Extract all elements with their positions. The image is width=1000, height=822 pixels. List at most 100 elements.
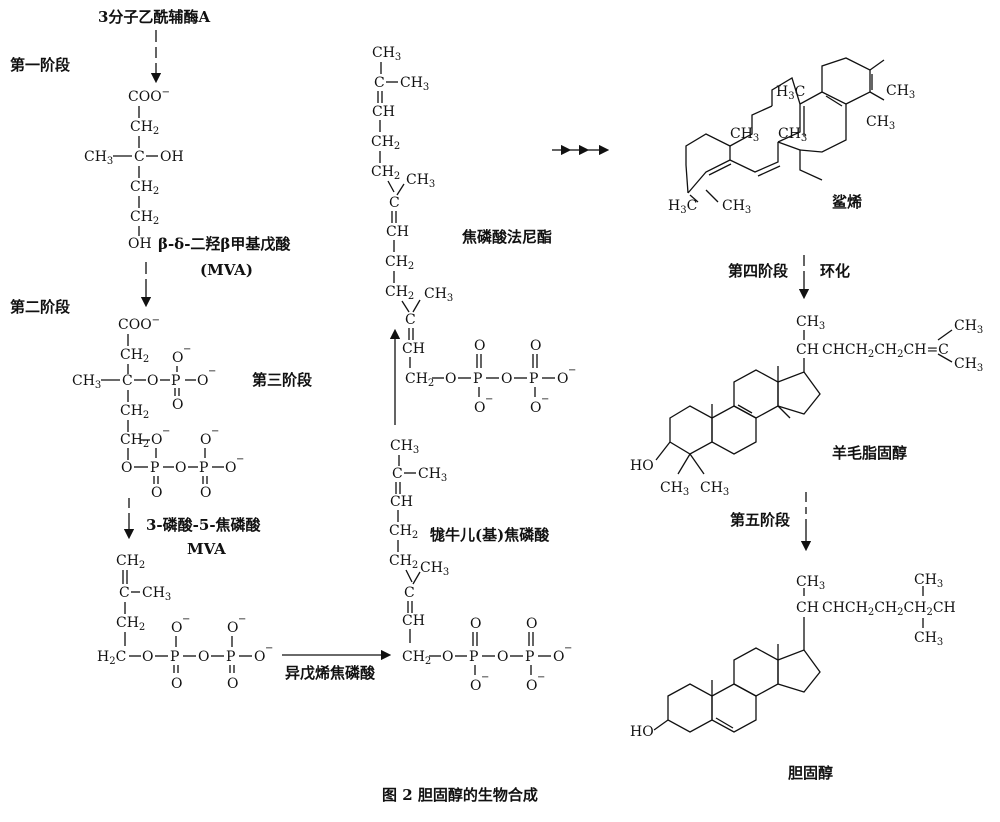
svg-text:O: O bbox=[254, 649, 265, 665]
svg-text:O: O bbox=[497, 649, 508, 665]
svg-text:CH3: CH3 bbox=[418, 466, 447, 484]
label-cholesterol: 胆固醇 bbox=[788, 764, 833, 782]
svg-text:C: C bbox=[404, 585, 415, 601]
svg-text:H2C: H2C bbox=[97, 649, 126, 667]
svg-text:−: − bbox=[162, 426, 170, 437]
lanosterol-structure: HO CH3 CH3 CH CH3 CHCH2CH2CH=C CH3 CH3 bbox=[630, 314, 983, 498]
svg-text:CH2: CH2 bbox=[371, 134, 400, 152]
svg-text:−: − bbox=[537, 672, 545, 683]
svg-text:C: C bbox=[122, 373, 133, 389]
svg-text:COO−: COO− bbox=[118, 315, 160, 333]
svg-text:−: − bbox=[208, 366, 216, 377]
svg-text:CH2: CH2 bbox=[389, 553, 418, 571]
svg-text:P: P bbox=[473, 371, 482, 387]
svg-text:CHCH2CH2CH2CH: CHCH2CH2CH2CH bbox=[822, 600, 956, 618]
svg-text:O: O bbox=[175, 460, 186, 476]
cholesterol-structure: HO CH CH3 CHCH2CH2CH2CH CH3 CH3 bbox=[630, 572, 956, 740]
svg-text:O: O bbox=[151, 485, 162, 501]
svg-text:O: O bbox=[121, 460, 132, 476]
svg-text:CH3: CH3 bbox=[866, 114, 895, 132]
svg-text:O: O bbox=[553, 649, 564, 665]
svg-text:O: O bbox=[171, 676, 182, 692]
svg-text:CH: CH bbox=[402, 341, 425, 357]
svg-text:CH2: CH2 bbox=[389, 523, 418, 541]
label-squalene: 鲨烯 bbox=[832, 193, 862, 211]
svg-text:CH2: CH2 bbox=[385, 284, 414, 302]
svg-text:O: O bbox=[172, 350, 183, 366]
svg-text:CH3: CH3 bbox=[886, 83, 915, 101]
svg-text:O: O bbox=[526, 616, 537, 632]
svg-text:CH3: CH3 bbox=[72, 373, 101, 391]
svg-text:CH3: CH3 bbox=[796, 314, 825, 332]
mva-structure: COO− CH2 CH3 C OH CH2 CH2 OH bbox=[84, 87, 184, 252]
svg-text:O: O bbox=[198, 649, 209, 665]
label-gpp: 牻牛儿(基)焦磷酸 bbox=[430, 526, 550, 544]
svg-text:CH2: CH2 bbox=[116, 615, 145, 633]
svg-text:O: O bbox=[151, 432, 162, 448]
label-mva-abbr: (MVA) bbox=[200, 261, 253, 279]
svg-text:O: O bbox=[147, 373, 158, 389]
svg-text:CH3: CH3 bbox=[420, 560, 449, 578]
label-mva-pp-2: MVA bbox=[187, 540, 226, 558]
svg-text:CH3: CH3 bbox=[400, 75, 429, 93]
svg-text:CH3: CH3 bbox=[390, 438, 419, 456]
svg-text:CH3: CH3 bbox=[730, 126, 759, 144]
svg-text:CH: CH bbox=[386, 224, 409, 240]
svg-text:CH2: CH2 bbox=[130, 209, 159, 227]
svg-text:OH: OH bbox=[160, 149, 184, 165]
label-fpp: 焦磷酸法尼酯 bbox=[461, 228, 552, 246]
svg-text:−: − bbox=[481, 672, 489, 683]
svg-text:CH2: CH2 bbox=[385, 254, 414, 272]
svg-text:CH: CH bbox=[402, 613, 425, 629]
svg-text:O: O bbox=[197, 373, 208, 389]
svg-text:CH2: CH2 bbox=[371, 164, 400, 182]
svg-text:CH3: CH3 bbox=[372, 45, 401, 63]
svg-text:CH: CH bbox=[390, 494, 413, 510]
svg-text:P: P bbox=[226, 649, 235, 665]
svg-text:CH3: CH3 bbox=[406, 172, 435, 190]
svg-text:P: P bbox=[525, 649, 534, 665]
svg-text:O: O bbox=[501, 371, 512, 387]
svg-text:O: O bbox=[227, 676, 238, 692]
label-stage1: 第一阶段 bbox=[10, 56, 70, 74]
figure-caption: 图 2 胆固醇的生物合成 bbox=[382, 786, 538, 804]
label-mva-full: β-δ-二羟β甲基戊酸 bbox=[158, 235, 291, 253]
label-acetyl-coa: 3分子乙酰辅酶A bbox=[98, 8, 210, 26]
label-cyclize: 环化 bbox=[820, 262, 850, 280]
svg-text:CH3: CH3 bbox=[914, 630, 943, 648]
label-mva-pp-1: 3-磷酸-5-焦磷酸 bbox=[146, 516, 262, 534]
svg-text:CH3: CH3 bbox=[700, 480, 729, 498]
svg-text:CH2: CH2 bbox=[130, 119, 159, 137]
svg-text:C: C bbox=[374, 75, 385, 91]
svg-text:P: P bbox=[171, 373, 180, 389]
svg-text:P: P bbox=[469, 649, 478, 665]
svg-text:CH: CH bbox=[796, 342, 819, 358]
label-stage3: 第三阶段 bbox=[252, 371, 312, 389]
svg-text:C: C bbox=[134, 149, 145, 165]
label-stage4: 第四阶段 bbox=[728, 262, 788, 280]
label-lanosterol: 羊毛脂固醇 bbox=[832, 444, 907, 462]
svg-text:CH3: CH3 bbox=[722, 198, 751, 216]
svg-text:O: O bbox=[442, 649, 453, 665]
svg-text:O: O bbox=[225, 460, 236, 476]
svg-text:H3C: H3C bbox=[668, 198, 697, 216]
svg-text:−: − bbox=[183, 344, 191, 355]
svg-text:O: O bbox=[200, 485, 211, 501]
svg-text:−: − bbox=[541, 394, 549, 405]
svg-text:−: − bbox=[564, 643, 572, 654]
svg-text:−: − bbox=[182, 614, 190, 625]
svg-text:−: − bbox=[265, 643, 273, 654]
svg-text:CH3: CH3 bbox=[660, 480, 689, 498]
mva-pp-structure: COO− CH2 CH3 C O P O − O O − CH2 CH2 O −… bbox=[72, 315, 244, 501]
svg-text:HO: HO bbox=[630, 724, 654, 740]
svg-text:−: − bbox=[211, 426, 219, 437]
svg-text:COO−: COO− bbox=[128, 87, 170, 105]
svg-text:C: C bbox=[389, 195, 400, 211]
svg-text:P: P bbox=[170, 649, 179, 665]
svg-text:O: O bbox=[470, 616, 481, 632]
svg-text:CH2: CH2 bbox=[120, 432, 149, 450]
svg-text:O: O bbox=[470, 678, 481, 694]
squalene-structure: H3C CH3 CH3 CH3 CH3 H3C CH3 bbox=[668, 57, 915, 216]
gpp-structure: CH3 C CH3 CH CH2 CH2 CH3 C CH CH2 O P O … bbox=[389, 438, 572, 694]
